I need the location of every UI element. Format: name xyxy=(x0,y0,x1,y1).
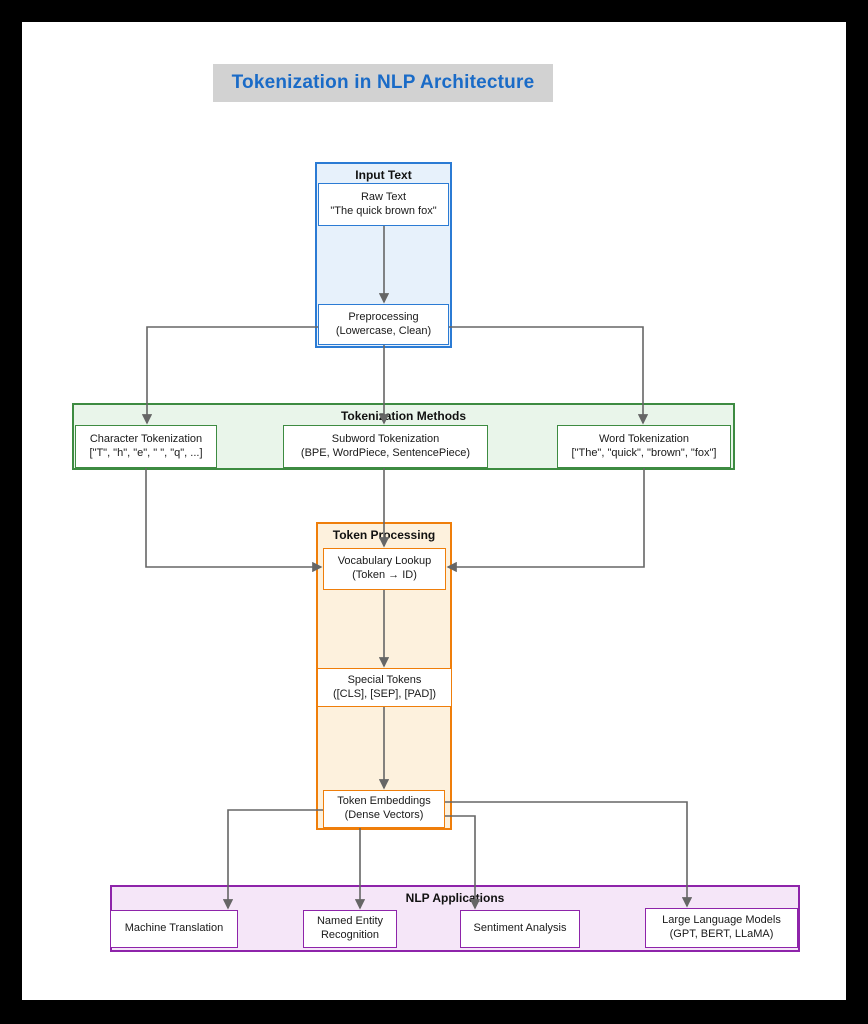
node-special-tokens-title: Special Tokens xyxy=(347,673,422,686)
edge-character-to-vocab-arrow xyxy=(145,468,323,573)
group-token-processing-label: Token Processing xyxy=(332,528,436,542)
group-tokenization-methods-label: Tokenization Methods xyxy=(340,409,467,423)
node-preprocessing-subtitle: (Lowercase, Clean) xyxy=(335,324,432,337)
node-sentiment-analysis: Sentiment Analysis xyxy=(460,910,580,948)
edge-word-to-vocab-arrow xyxy=(446,468,645,573)
node-word-tokenization-title: Word Tokenization xyxy=(598,432,690,445)
node-special-tokens-subtitle: ([CLS], [SEP], [PAD]) xyxy=(332,687,437,700)
diagram-title: Tokenization in NLP Architecture xyxy=(213,64,553,102)
node-token-embeddings-subtitle: (Dense Vectors) xyxy=(344,809,424,821)
node-vocabulary-lookup: Vocabulary Lookup (Token → ID) xyxy=(323,548,446,590)
node-special-tokens: Special Tokens ([CLS], [SEP], [PAD]) xyxy=(317,668,452,707)
node-subword-tokenization-title: Subword Tokenization xyxy=(331,432,440,445)
node-character-tokenization-title: Character Tokenization xyxy=(89,432,203,445)
group-input-text-label: Input Text xyxy=(355,168,412,182)
node-token-embeddings: Token Embeddings (Dense Vectors) xyxy=(323,790,445,828)
node-subword-tokenization: Subword Tokenization (BPE, WordPiece, Se… xyxy=(283,425,488,468)
node-sentiment-analysis-title: Sentiment Analysis xyxy=(473,922,567,935)
node-character-tokenization-subtitle: ["T", "h", "e", " ", "q", ...] xyxy=(89,446,203,459)
node-vocabulary-lookup-title: Vocabulary Lookup xyxy=(337,555,432,568)
node-large-language-models: Large Language Models (GPT, BERT, LLaMA) xyxy=(645,908,798,948)
node-raw-text-subtitle: "The quick brown fox" xyxy=(330,204,437,217)
node-machine-translation: Machine Translation xyxy=(110,910,238,948)
node-named-entity-recognition: Named Entity Recognition xyxy=(303,910,397,948)
node-large-language-models-title: Large Language Models xyxy=(662,914,781,927)
diagram-canvas: Tokenization in NLP Architecture Input T… xyxy=(22,22,846,1000)
node-preprocessing-title: Preprocessing xyxy=(348,310,419,323)
node-character-tokenization: Character Tokenization ["T", "h", "e", "… xyxy=(75,425,217,468)
node-vocabulary-lookup-subtitle: (Token → ID) xyxy=(352,569,417,581)
node-subword-tokenization-subtitle: (BPE, WordPiece, SentencePiece) xyxy=(300,446,471,459)
node-named-entity-recognition-title: Named Entity Recognition xyxy=(316,915,384,941)
node-preprocessing: Preprocessing (Lowercase, Clean) xyxy=(318,304,449,345)
node-word-tokenization-subtitle: ["The", "quick", "brown", "fox"] xyxy=(571,446,717,459)
node-token-embeddings-title: Token Embeddings xyxy=(337,795,431,808)
node-large-language-models-subtitle: (GPT, BERT, LLaMA) xyxy=(669,928,774,940)
node-raw-text-title: Raw Text xyxy=(360,190,407,203)
node-machine-translation-title: Machine Translation xyxy=(124,922,224,935)
node-word-tokenization: Word Tokenization ["The", "quick", "brow… xyxy=(557,425,731,468)
node-raw-text: Raw Text "The quick brown fox" xyxy=(318,183,449,226)
group-nlp-applications-label: NLP Applications xyxy=(405,891,505,905)
